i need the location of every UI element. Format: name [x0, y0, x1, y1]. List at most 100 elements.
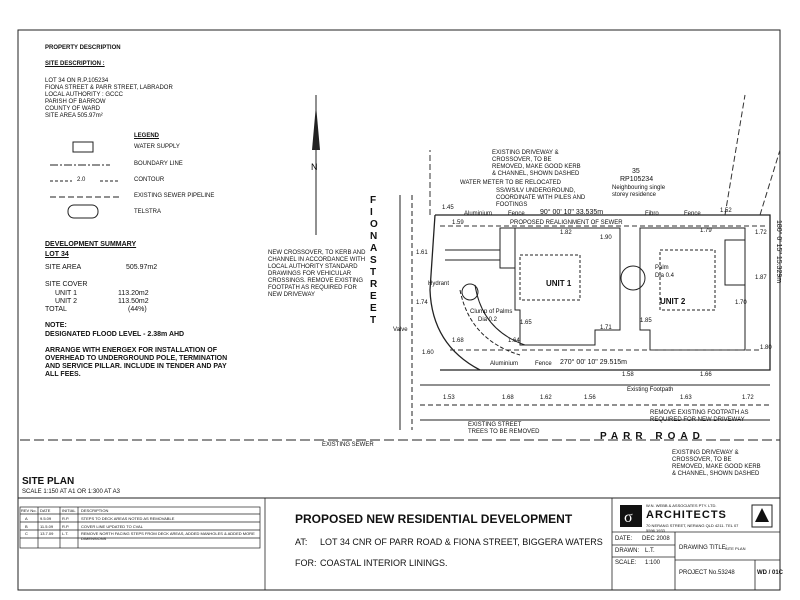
proposed-realignment-label: PROPOSED REALIGNMENT OF SEWER: [510, 220, 623, 226]
spot-level: 1.53: [443, 395, 455, 401]
spot-level: 1.68: [452, 338, 464, 344]
bearing-top: 90° 00' 10" 33.535m: [540, 209, 604, 216]
rev-row-a-date: 9.5.09: [40, 516, 52, 521]
spot-level: 1.59: [452, 220, 464, 226]
spot-level: 1.58: [622, 372, 634, 378]
spot-level: 1.60: [422, 350, 434, 356]
svg-text:N: N: [311, 162, 318, 172]
clump-of-palms-icon: [461, 283, 479, 301]
spot-level: 1.72: [742, 395, 754, 401]
property-description-heading: PROPERTY DESCRIPTION: [45, 45, 121, 51]
spot-level: 1.45: [442, 205, 454, 211]
spot-level: 1.85: [640, 318, 652, 324]
spot-level: 1.82: [560, 230, 572, 236]
rev-row-c-description: REMOVE NORTH FACING STEPS FROM DECK AREA…: [81, 531, 255, 541]
flood-level-note: DESIGNATED FLOOD LEVEL - 2.38m AHD: [45, 331, 185, 338]
development-lot: LOT 34: [45, 251, 69, 258]
legend-contour-value: 2.0: [77, 177, 86, 183]
palm-tree-icon: [620, 265, 646, 291]
existing-sewer-label: EXISTING SEWER: [322, 442, 374, 448]
legend-contour: CONTOUR: [134, 177, 165, 183]
parr-road-label: PARR ROAD: [600, 431, 705, 442]
rev-row-c-date: 13.7.09: [40, 531, 54, 536]
project-no-label: PROJECT No.: [679, 570, 718, 576]
energex-note: ARRANGE WITH ENERGEX FOR INSTALLATION OF…: [45, 347, 228, 378]
unit-2-label: UNIT 2: [660, 297, 686, 306]
legend-water-supply: WATER SUPPLY: [134, 144, 180, 150]
note-new-crossover: NEW CROSSOVER, TO KERB AND CHANNEL IN AC…: [268, 250, 366, 298]
drawing-title-label: DRAWING TITLE:: [679, 545, 728, 551]
title-block-frame: [264, 498, 780, 590]
fibro-label: Fibro: [645, 211, 659, 217]
legend-boundary-line: BOUNDARY LINE: [134, 161, 183, 167]
spot-level: 1.56: [584, 395, 596, 401]
rev-header-description: DESCRIPTION: [81, 508, 109, 513]
drawing-title-value: SITE PLAN: [725, 546, 746, 551]
unit2-label: UNIT 2: [55, 298, 78, 305]
spot-level: 1.68: [502, 395, 514, 401]
rev-row-b-date: 11.5.09: [40, 524, 54, 529]
spot-level: 1.90: [600, 235, 612, 241]
rev-header-initial: INITIAL: [62, 508, 76, 513]
site-plan-scale: SCALE 1:150 AT A1 OR 1:300 AT A3: [22, 489, 120, 495]
unit1-label: UNIT 1: [55, 290, 78, 297]
unit2-value: 113.50m2: [118, 298, 149, 305]
site-area-value: 505.97m2: [126, 264, 158, 271]
fence-label-top: Fence: [508, 211, 525, 217]
site-line: PARISH OF BARROW: [45, 99, 106, 105]
at-label: AT:: [295, 537, 308, 547]
bearing-right: 180° 0' 15" 15.329m: [775, 220, 782, 284]
drawn-value: L.T.: [645, 548, 655, 554]
rev-header-date: DATE: [40, 508, 51, 513]
unit-2-footprint: [639, 227, 746, 351]
site-description-heading: SITE DESCRIPTION :: [45, 61, 105, 67]
rev-row-b-no: B: [25, 524, 28, 529]
rev-row-b-initial: R.P.: [62, 524, 70, 529]
site-line: FIONA STREET & PARR STREET, LABRADOR: [45, 85, 173, 91]
bearing-bottom: 270° 00' 10" 29.515m: [560, 359, 627, 366]
fiona-street-kerb: [399, 195, 413, 430]
fence-label-bottom: Fence: [535, 361, 552, 367]
firm-name: ARCHITECTS: [646, 509, 727, 521]
fiona-street-label: FIONA STREET: [370, 195, 380, 326]
svg-text:σ: σ: [624, 509, 633, 526]
for-label: FOR:: [295, 558, 317, 568]
legend-telstra: TELSTRA: [134, 209, 162, 215]
sheet-number: WD / 01C: [757, 570, 784, 576]
valve-label: Valve: [393, 327, 408, 333]
rev-row-a-no: A: [25, 516, 28, 521]
drawn-label: DRAWN:: [615, 548, 640, 554]
neighbour-description: Neighbouring single storey residence: [612, 185, 666, 198]
aluminium-label-top: Aluminium: [464, 211, 493, 217]
existing-footpath-label: Existing Footpath: [627, 387, 674, 393]
development-summary-heading: DEVELOPMENT SUMMARY: [45, 241, 137, 248]
water-supply-symbol: [72, 141, 94, 153]
spot-level: 1.65: [520, 320, 532, 326]
architect-logo-icon: σ: [620, 504, 773, 528]
parr-road-kerb: [420, 384, 770, 421]
spot-level: 1.61: [416, 250, 428, 256]
property-boundary: [429, 214, 771, 371]
site-description-lines: LOT 34 ON R.P.105234 FIONA STREET & PARR…: [45, 78, 225, 120]
palm-label: Palm: [655, 265, 669, 271]
spot-level: 1.71: [600, 325, 612, 331]
clump-of-palms-label: Clump of Palms: [470, 309, 513, 315]
site-line: SITE AREA 505.97m²: [45, 113, 103, 119]
site-line: LOT 34 ON R.P.105234: [45, 78, 109, 84]
site-line: COUNTY OF WARD: [45, 106, 100, 112]
north-arrow-icon: N: [311, 95, 320, 235]
telstra-symbol: [67, 204, 99, 219]
dia-label-1: Dia 0.4: [655, 273, 675, 279]
aluminium-label-bottom: Aluminium: [490, 361, 519, 367]
scale-label: SCALE:: [615, 560, 637, 566]
total-value: (44%): [128, 306, 147, 313]
note-driveway-bottom: EXISTING DRIVEWAY & CROSSOVER, TO BE REM…: [672, 450, 761, 477]
spot-level: 1.79: [700, 228, 712, 234]
note-driveway-top: EXISTING DRIVEWAY & CROSSOVER, TO BE REM…: [492, 150, 581, 177]
dia-label-2: Dia 0.2: [478, 317, 498, 323]
fence-label-right: Fence: [684, 211, 701, 217]
rev-row-a-description: STEPS TO DECK AREAS NOTED AS REMOVABLE: [81, 516, 175, 521]
spot-level: 1.64: [508, 338, 520, 344]
spot-level: 1.62: [540, 395, 552, 401]
